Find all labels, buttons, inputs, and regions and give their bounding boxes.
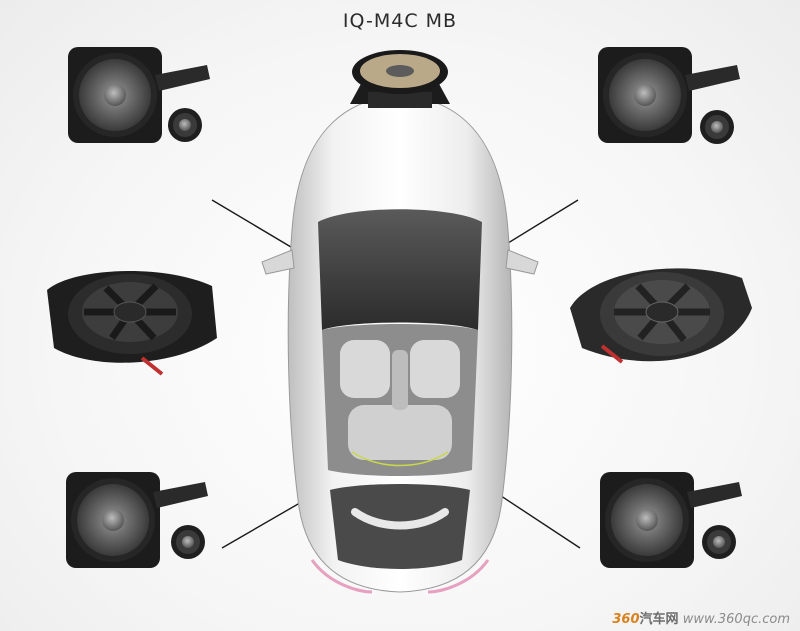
car-top-view-icon <box>261 94 539 594</box>
speaker-tweeter-kit-icon <box>68 47 210 143</box>
leader-lines <box>211 199 581 549</box>
watermark-brand: 360 <box>612 612 640 627</box>
speaker-tweeter-kit-icon <box>600 472 742 568</box>
speaker-tweeter-kit-icon <box>598 47 740 144</box>
subwoofer-speaker-icon <box>47 270 217 376</box>
center-speaker-icon <box>350 50 450 108</box>
watermark-url: www.360qc.com <box>682 612 790 627</box>
subwoofer-speaker-icon <box>570 268 752 364</box>
speaker-tweeter-kit-icon <box>66 472 208 568</box>
watermark-cn: 汽车网 <box>639 612 679 627</box>
product-title: IQ-M4C MB <box>342 10 458 32</box>
watermark: 360汽车网 www.360qc.com <box>612 608 790 627</box>
